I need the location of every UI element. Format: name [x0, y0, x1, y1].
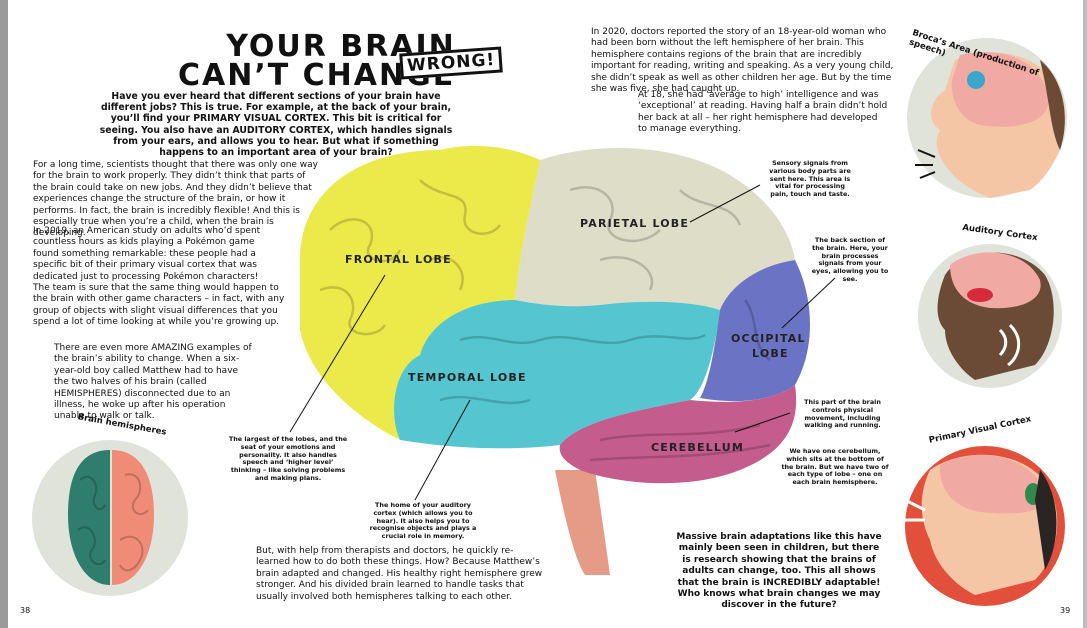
occipital-annotation: The back section of the brain. Here, you…: [811, 236, 889, 283]
right-paragraph-1: In 2020, doctors reported the story of a…: [591, 27, 894, 95]
page-number-left: 38: [20, 606, 31, 615]
left-paragraph-2: In 2019, an American study on adults who…: [33, 226, 261, 282]
parietal-lobe-label: PARIETAL LOBE: [580, 217, 690, 230]
leader-cerebellum: [734, 412, 791, 433]
right-paragraph-2: At 18, she had ‘average to high’ intelli…: [638, 90, 888, 135]
hemispheres-illustration: [32, 440, 188, 596]
left-page-edge: [0, 0, 8, 628]
right-page-edge: [1083, 0, 1087, 628]
page-number-right: 39: [1060, 606, 1071, 615]
leader-frontal: [289, 274, 386, 433]
cerebellum-label: CEREBELLUM: [651, 441, 744, 454]
occipital-lobe-shape: [700, 260, 810, 402]
temporal-annotation: The home of your auditory cortex (which …: [369, 501, 477, 541]
auditory-illustration: [918, 244, 1062, 388]
leader-temporal: [414, 399, 471, 501]
temporal-lobe-shape: [394, 300, 720, 449]
left-paragraph-1: For a long time, scientists thought that…: [33, 160, 319, 239]
broca-illustration: [907, 38, 1067, 198]
main-brain: [300, 145, 810, 575]
leader-occipital: [781, 277, 836, 329]
cerebellum-shape: [559, 385, 797, 484]
parietal-annotation: Sensory signals from various body parts …: [769, 159, 851, 199]
left-paragraph-4: There are even more AMAZING examples of …: [54, 343, 252, 422]
parietal-lobe-shape: [515, 148, 795, 310]
frontal-lobe-shape: [300, 145, 540, 441]
cerebellum-annotation-1: This part of the brain controls physical…: [804, 398, 881, 430]
brain-stem: [555, 470, 610, 575]
cerebellum-annotation-2: We have one cerebellum, which sits at th…: [781, 447, 889, 487]
closing-paragraph: Massive brain adaptations like this have…: [676, 532, 882, 611]
leader-parietal: [689, 184, 761, 223]
bottom-paragraph: But, with help from therapists and docto…: [256, 546, 543, 602]
intro-paragraph: Have you ever heard that different secti…: [99, 91, 453, 159]
temporal-lobe-label: TEMPORAL LOBE: [408, 371, 527, 384]
occipital-lobe-label-1: OCCIPITAL: [731, 332, 806, 345]
left-paragraph-3: The team is sure that the same thing wou…: [33, 283, 285, 328]
frontal-lobe-label: FRONTAL LOBE: [345, 253, 452, 266]
occipital-lobe-label-2: LOBE: [752, 347, 789, 360]
frontal-annotation: The largest of the lobes, and the seat o…: [228, 435, 348, 482]
visual-illustration: [902, 446, 1065, 606]
